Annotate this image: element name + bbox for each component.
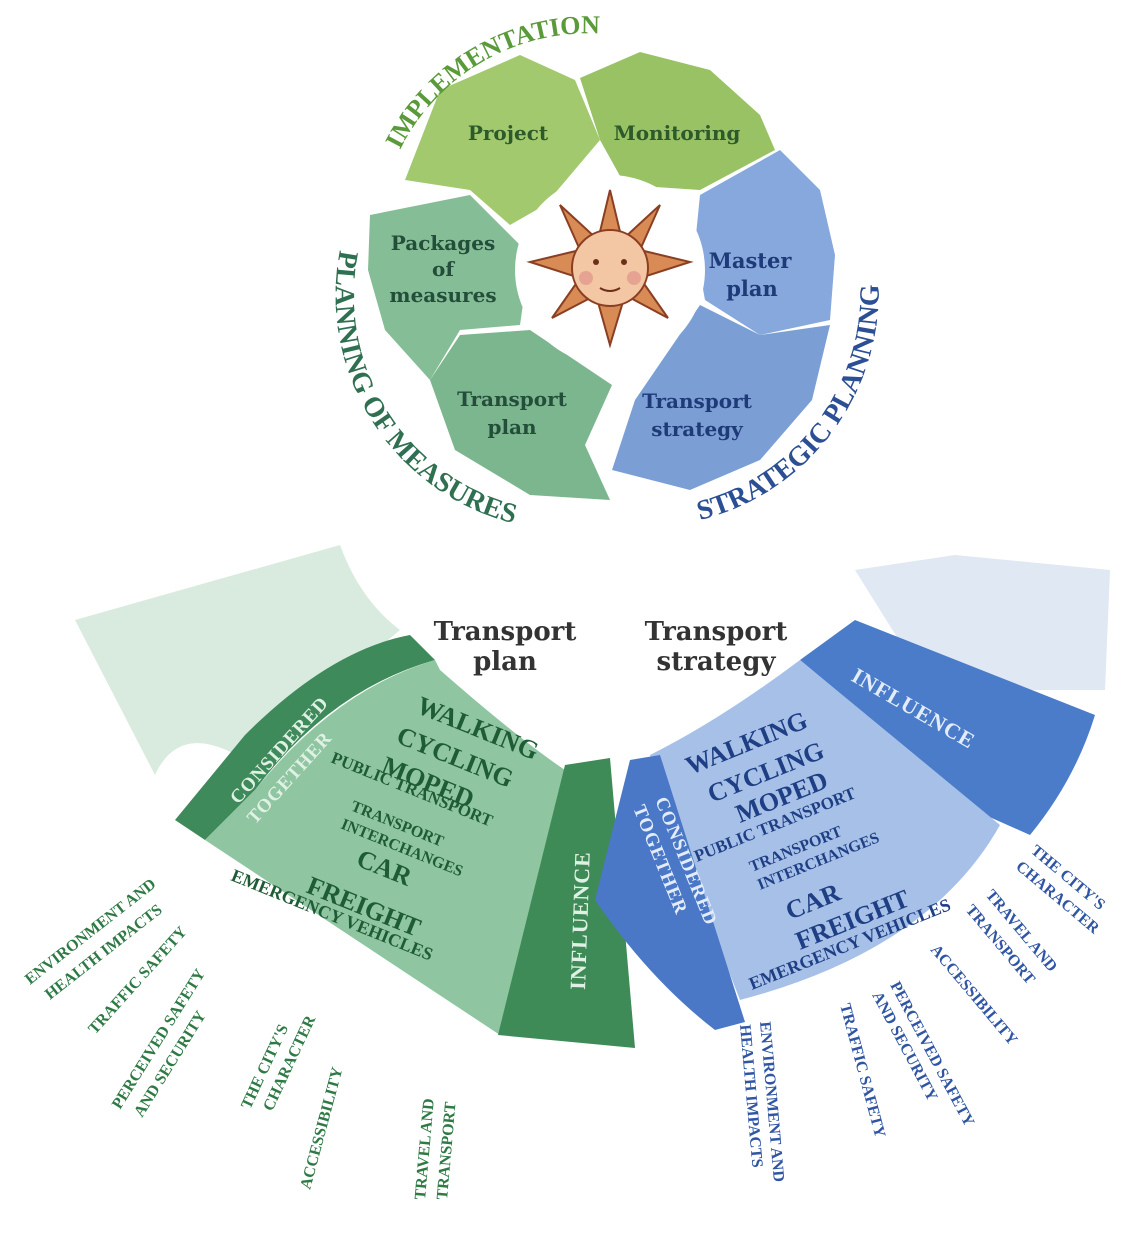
right-heading-line2: strategy bbox=[656, 647, 776, 677]
right-factor-2-line1: TRAFFIC SAFETY bbox=[836, 1002, 888, 1140]
left-influence-label: INFLUENCE bbox=[565, 851, 595, 990]
segment-master-plan[interactable] bbox=[695, 150, 835, 335]
segment-project[interactable] bbox=[405, 55, 600, 225]
right-influence-band bbox=[800, 620, 1095, 835]
label-monitoring: Monitoring bbox=[614, 121, 741, 145]
left-heading-line1: Transport bbox=[434, 617, 577, 647]
left-heading-line2: plan bbox=[473, 647, 537, 677]
right-fan: Transport strategy INFLUENCE CONSIDERED … bbox=[595, 555, 1110, 1183]
left-factor-6-line2: TRANSPORT bbox=[434, 1101, 460, 1201]
left-factor-5-line1: ACCESSIBILITY bbox=[297, 1065, 346, 1191]
left-faded-band bbox=[75, 545, 400, 775]
segment-packages-of-measures[interactable] bbox=[368, 195, 530, 380]
sun-icon bbox=[526, 189, 694, 349]
left-considered-band bbox=[175, 635, 435, 840]
label-tplan-line2: plan bbox=[487, 415, 537, 439]
planning-cycle: IMPLEMENTATION STRATEGIC PLANNING PLANNI… bbox=[329, 10, 886, 530]
segment-transport-plan[interactable] bbox=[430, 330, 612, 500]
label-packages-line2: of bbox=[432, 257, 455, 281]
right-heading-line1: Transport bbox=[645, 617, 788, 647]
label-strategy-line2: strategy bbox=[651, 417, 744, 441]
left-fan: Transport plan CONSIDERED TOGETHER INFLU… bbox=[22, 545, 635, 1200]
label-tplan-line1: Transport bbox=[457, 387, 568, 411]
label-project: Project bbox=[468, 121, 549, 145]
label-strategy-line1: Transport bbox=[642, 389, 753, 413]
left-factor-6-line1: TRAVEL AND bbox=[412, 1098, 438, 1201]
label-packages-line1: Packages bbox=[391, 231, 495, 255]
right-main-panel bbox=[650, 660, 1000, 1000]
label-master-line2: plan bbox=[726, 276, 778, 301]
right-considered-band bbox=[595, 755, 745, 1030]
segment-monitoring[interactable] bbox=[580, 52, 775, 190]
left-main-panel bbox=[205, 660, 565, 1035]
left-influence-band bbox=[498, 758, 635, 1048]
label-master-line1: Master bbox=[709, 248, 793, 273]
segment-transport-strategy[interactable] bbox=[612, 305, 830, 490]
label-packages-line3: measures bbox=[389, 283, 496, 307]
